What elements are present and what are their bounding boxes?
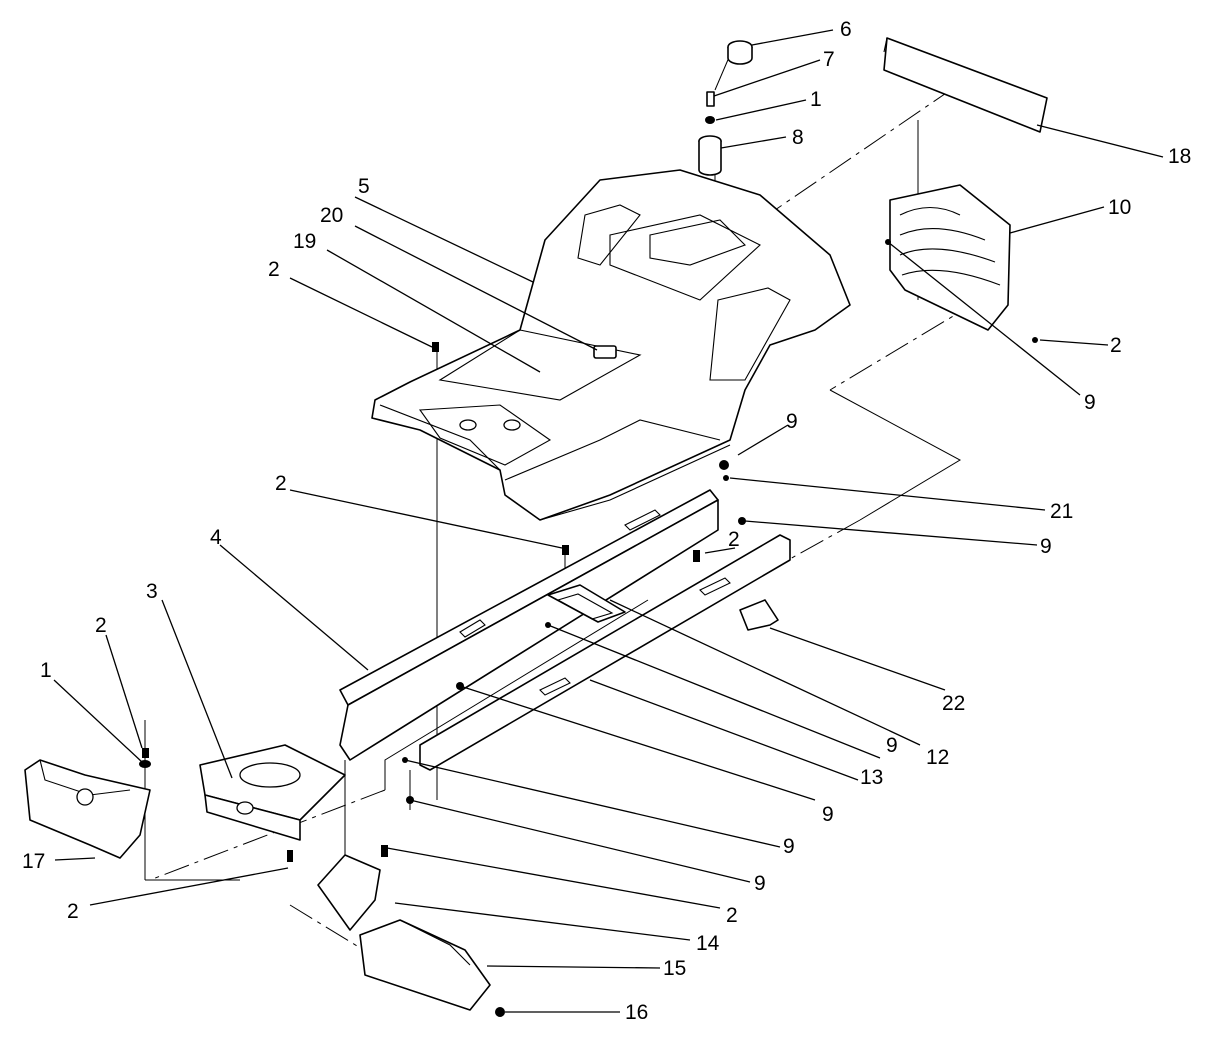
callout-12: 12 [926,746,949,769]
part-14-guard-bracket [317,854,381,931]
callout-9: 9 [822,803,834,826]
callout-2: 2 [268,258,280,281]
callout-numbers: 6 7 1 8 18 10 5 20 19 2 2 9 9 21 9 2 2 4… [22,18,1191,1024]
callout-9: 9 [1040,535,1052,558]
callout-1: 1 [810,88,822,111]
callout-2: 2 [726,904,738,927]
callout-9: 9 [786,410,798,433]
callout-17: 17 [22,850,45,873]
part-1-washer-top [705,116,715,124]
callout-2: 2 [1110,334,1122,357]
leader-lines [53,29,1164,1013]
part-18-support-bar [883,37,1048,133]
callout-22: 22 [942,692,965,715]
callout-13: 13 [860,766,883,789]
part-8-spacer [698,135,722,176]
callout-5: 5 [358,175,370,198]
callout-19: 19 [293,230,316,253]
callout-15: 15 [663,957,686,980]
part-12-cross-member [547,584,626,623]
callout-16: 16 [625,1001,648,1024]
callout-9: 9 [1084,391,1096,414]
fasteners [139,342,746,862]
part-16-fastener [495,1007,505,1017]
part-22-bracket [739,599,779,631]
part-4-left-frame-rail [339,489,719,761]
callout-21: 21 [1050,500,1073,523]
callout-9: 9 [886,734,898,757]
part-15-guard-cover [359,919,491,1011]
part-5-body-pan [371,169,851,521]
part-21-nut [719,460,729,481]
callout-10: 10 [1108,196,1131,219]
callout-6: 6 [840,18,852,41]
part-7-bolt [706,91,715,107]
part-17-front-shroud [24,759,151,859]
callout-18: 18 [1168,145,1191,168]
callout-20: 20 [320,204,343,227]
callout-14: 14 [696,932,720,955]
callout-2: 2 [67,900,79,923]
callout-9: 9 [754,872,766,895]
part-6-cap [727,40,753,65]
callout-2: 2 [95,614,107,637]
callout-2: 2 [728,528,740,551]
callout-9: 9 [783,835,795,858]
callout-8: 8 [792,126,804,149]
part-13-right-frame-rail [419,534,791,771]
part-3-mount-plate [199,744,346,841]
part-10-side-panel [885,184,1038,343]
callout-7: 7 [823,48,835,71]
callout-2: 2 [275,472,287,495]
callout-4: 4 [210,526,222,549]
callout-1: 1 [40,659,52,682]
callout-3: 3 [146,580,158,603]
